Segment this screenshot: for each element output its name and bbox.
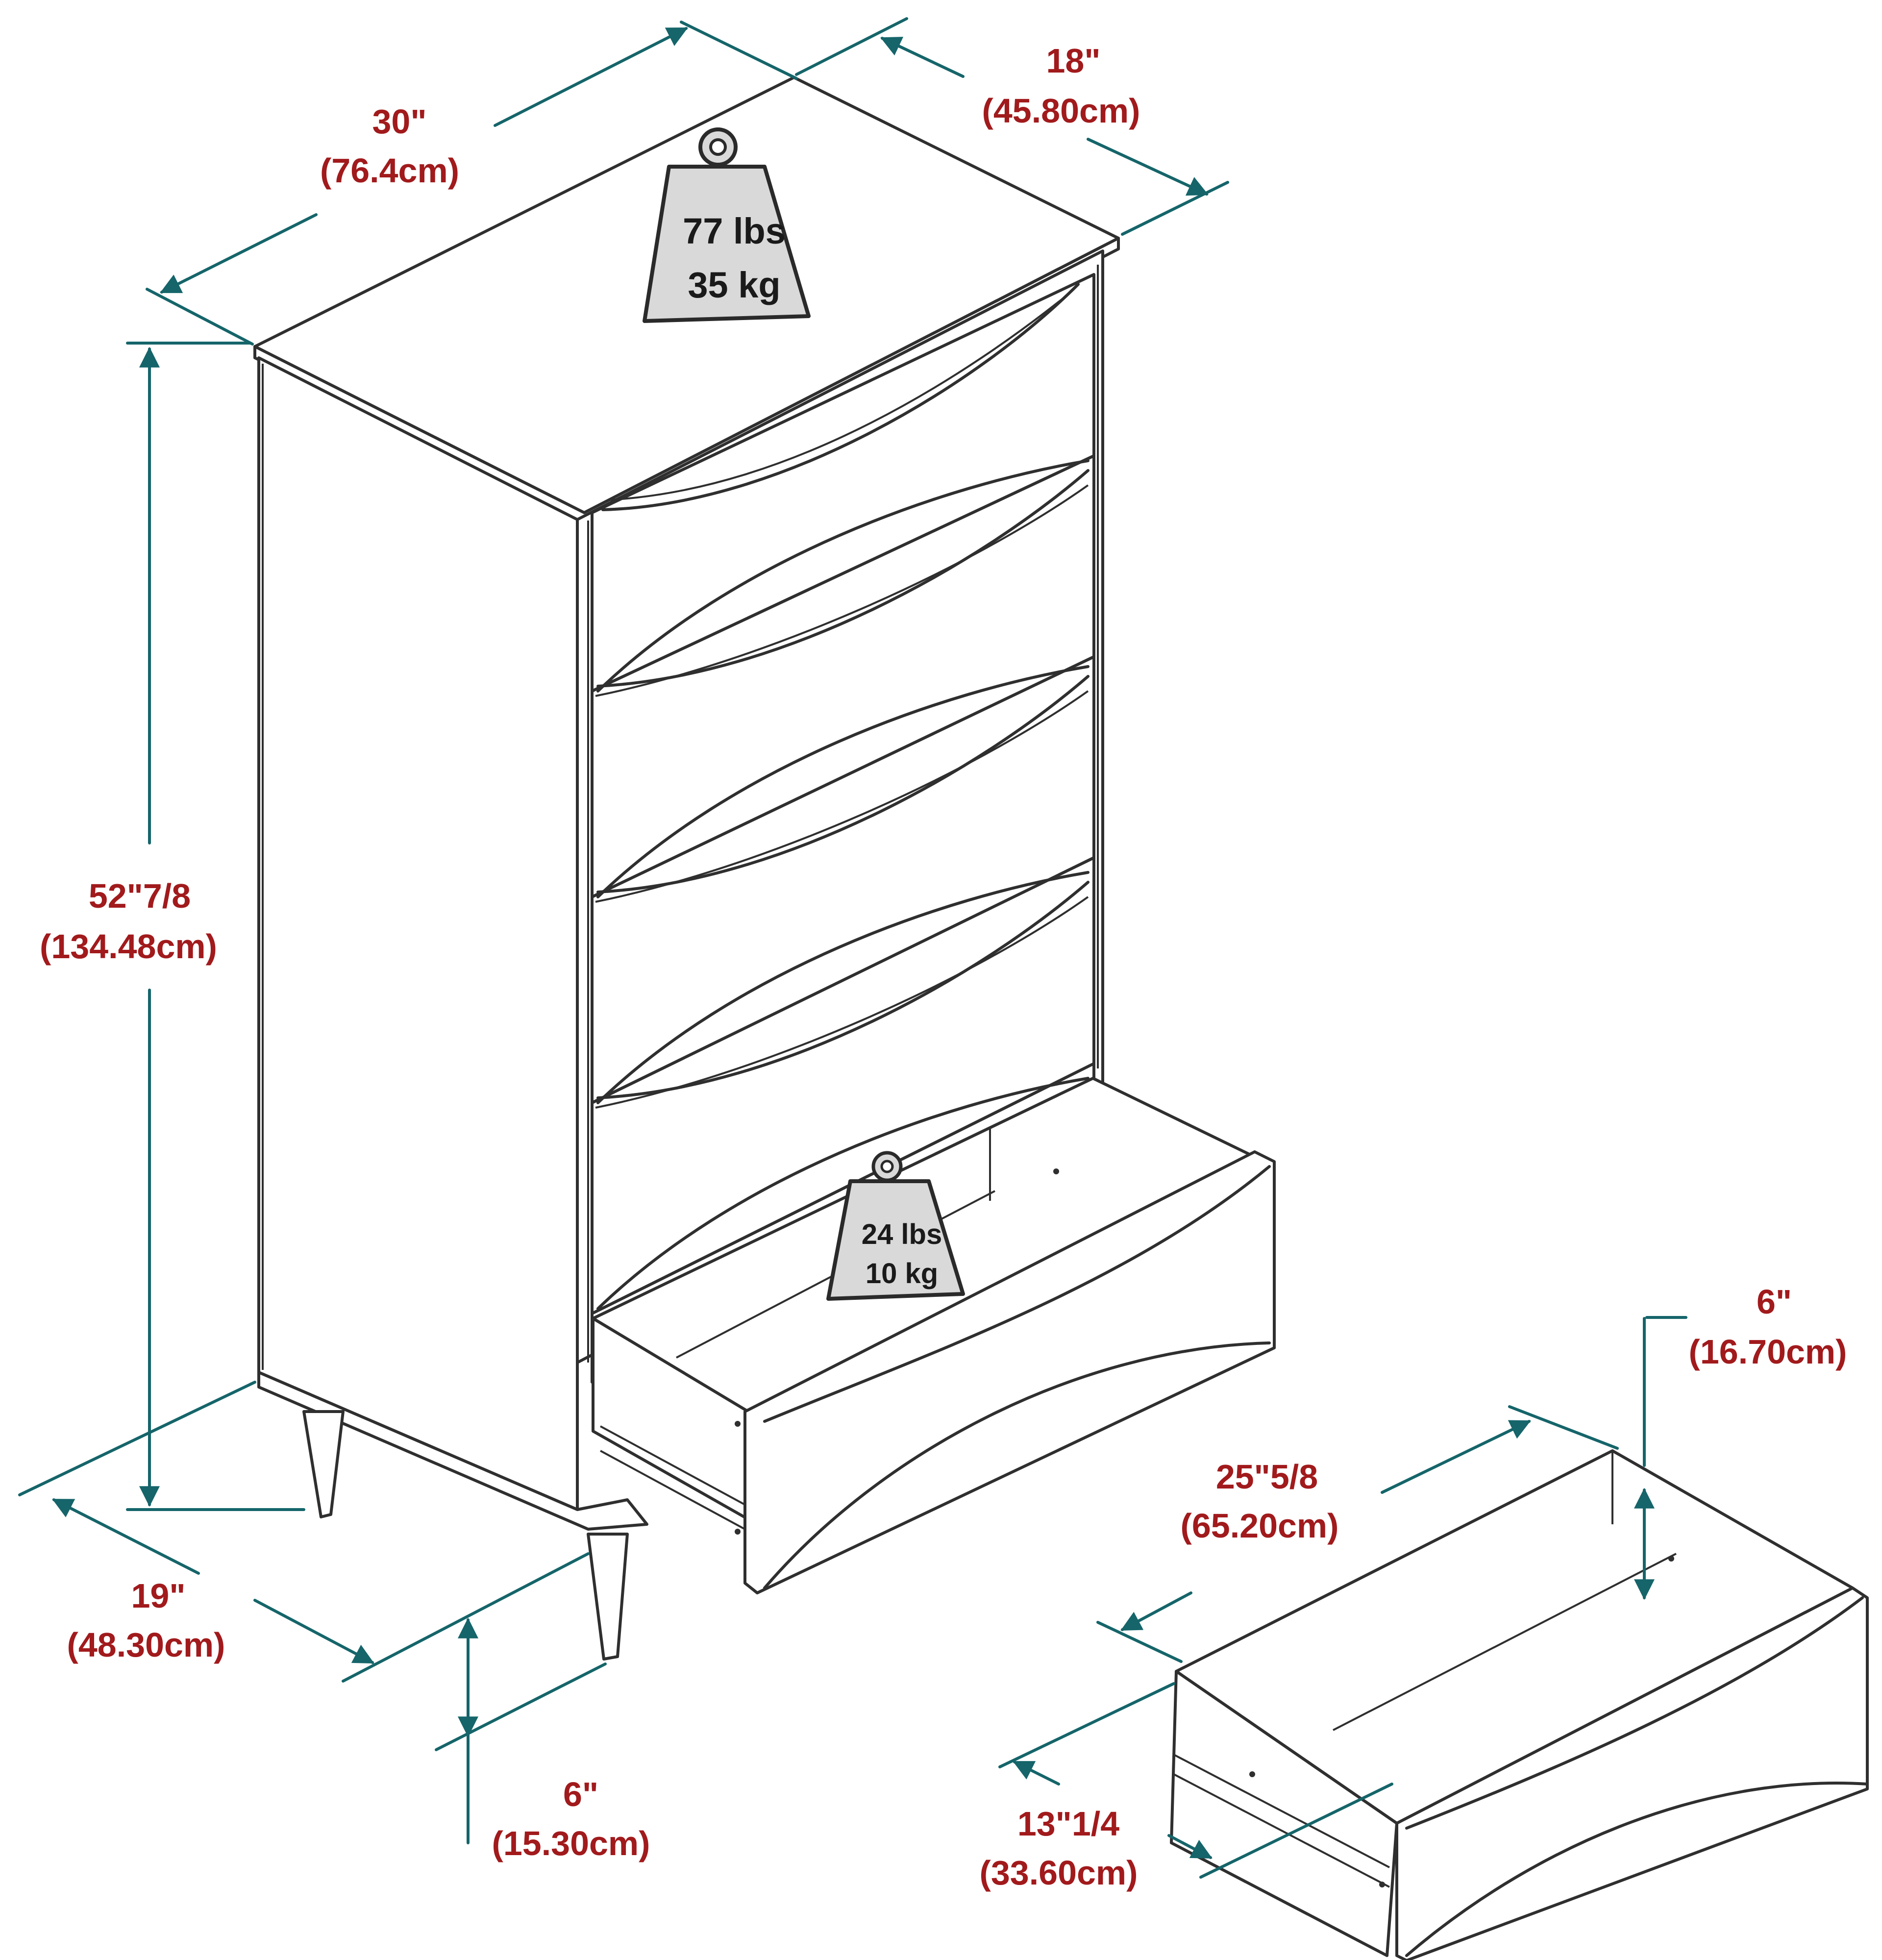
depth-cm-label: (45.80cm): [982, 92, 1140, 130]
chest-drawing: [253, 76, 1276, 1661]
drawer-depth-cm-label: (33.60cm): [980, 1854, 1138, 1892]
drawer-front: [591, 655, 1095, 1104]
drawer-depth-inches-label: 13"1/4: [1017, 1805, 1119, 1843]
drawer-height-inches-label: 6": [1757, 1283, 1792, 1321]
width-cm-label: (76.4cm): [320, 151, 459, 190]
weight-icon: 24 lbs 10 kg: [826, 1151, 965, 1301]
drawer-weight-lbs: 24 lbs: [862, 1218, 942, 1250]
base-depth-inches-label: 19": [131, 1577, 185, 1615]
chest-base: [257, 1371, 648, 1531]
height-inches-label: 52"7/8: [89, 877, 191, 915]
drawer-weight-kg: 10 kg: [866, 1258, 938, 1290]
leg-height-cm-label: (15.30cm): [492, 1824, 650, 1862]
leg-height-inches-label: 6": [563, 1775, 598, 1813]
chest-leg: [302, 1410, 345, 1518]
chest-weight-lbs: 77 lbs: [683, 211, 786, 251]
drawer-height-cm-label: (16.70cm): [1689, 1333, 1847, 1371]
base-depth-cm-label: (48.30cm): [67, 1626, 225, 1664]
weight-icon: 77 lbs 35 kg: [643, 127, 811, 323]
drawer-width-inches-label: 25"5/8: [1216, 1458, 1318, 1496]
drawer-front: [591, 454, 1095, 898]
chest-leg: [587, 1533, 629, 1661]
dimension-lines: [18, 17, 1687, 1879]
height-cm-label: (134.48cm): [40, 927, 217, 966]
dimension-labels: 30" (76.4cm) 18" (45.80cm) 52"7/8 (134.4…: [40, 42, 1847, 1892]
depth-inches-label: 18": [1046, 42, 1100, 80]
chest-side-panel: [257, 356, 579, 1511]
width-inches-label: 30": [372, 102, 426, 141]
detached-drawer-drawing: [1170, 1449, 1869, 1960]
chest-weight-kg: 35 kg: [688, 265, 780, 305]
drawer-width-cm-label: (65.20cm): [1181, 1507, 1339, 1545]
